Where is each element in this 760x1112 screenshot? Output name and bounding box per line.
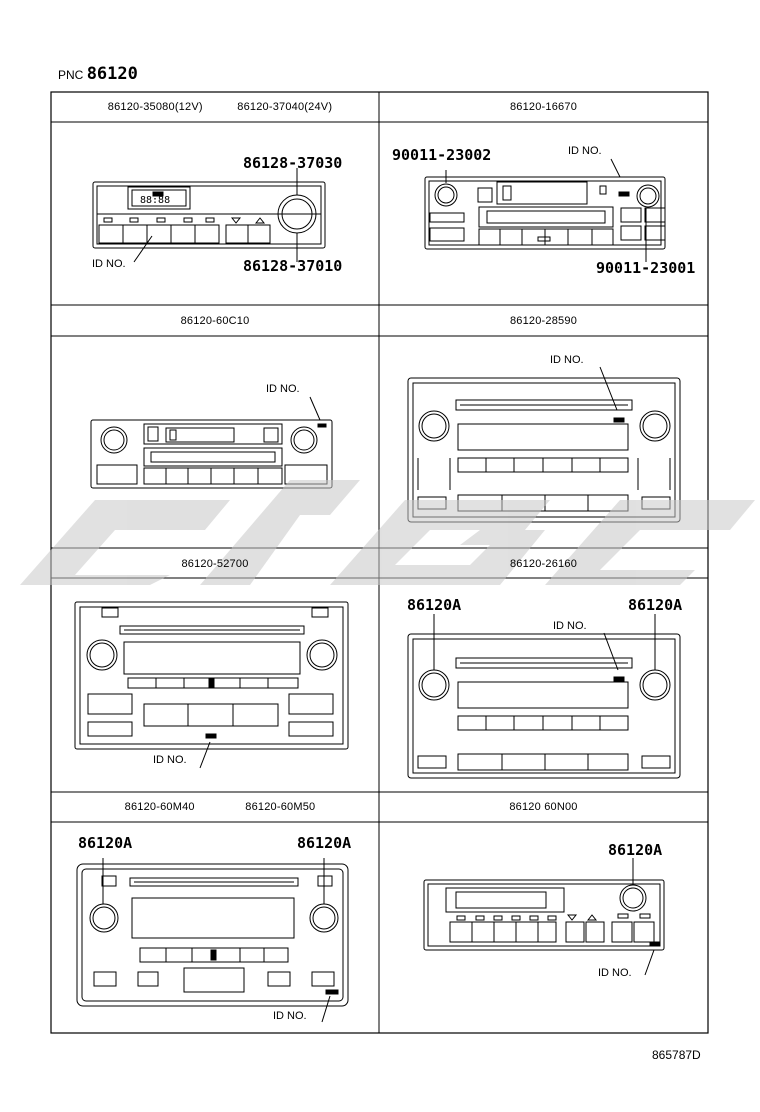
pnc-number: 86120 <box>86 64 138 84</box>
part-label-86120a-right: 86120A <box>628 596 683 614</box>
header-35080: 86120-35080(12V) <box>107 101 203 113</box>
part-label-86128-37010: 86128-37010 <box>243 257 343 275</box>
header-60n00: 86120 60N00 <box>509 801 578 813</box>
part-label-90011-23002: 90011-23002 <box>392 146 492 164</box>
part-label-90011-23001: 90011-23001 <box>596 259 696 277</box>
pnc-title: PNC 86120 <box>58 64 138 84</box>
radio-52700 <box>74 601 349 769</box>
header-37040: 86120-37040(24V) <box>237 101 333 113</box>
header-28590: 86120-28590 <box>509 315 578 327</box>
radio-60n00 <box>423 858 665 976</box>
radio-display-text: 88:88 <box>140 195 170 206</box>
id-no-label: ID NO. <box>273 1010 307 1022</box>
radio-16670 <box>424 158 666 262</box>
part-label-86120a-left-2: 86120A <box>78 834 133 852</box>
part-label-86120a: 86120A <box>608 841 663 859</box>
header-52700: 86120-52700 <box>181 558 249 570</box>
id-no-label: ID NO. <box>153 754 187 766</box>
part-label-86120a-left: 86120A <box>407 596 462 614</box>
id-no-label: ID NO. <box>92 258 126 270</box>
id-no-label: ID NO. <box>550 354 584 366</box>
part-label-86120a-right-2: 86120A <box>297 834 352 852</box>
radio-28590 <box>407 366 681 523</box>
id-no-label: ID NO. <box>266 383 300 395</box>
radio-60c10 <box>90 396 333 489</box>
header-16670: 86120-16670 <box>509 101 578 113</box>
header-60c10: 86120-60C10 <box>180 315 250 327</box>
document-id: 865787D <box>652 1048 701 1062</box>
id-no-label: ID NO. <box>553 620 587 632</box>
header-cell-7: 86120-60M40 86120-60M50 <box>60 792 380 822</box>
part-label-86128-37030: 86128-37030 <box>243 154 343 172</box>
header-60m50: 86120-60M50 <box>245 801 316 813</box>
header-cell-1: 86120-35080(12V) 86120-37040(24V) <box>60 92 380 122</box>
radio-35080: 88:88 <box>92 168 326 263</box>
id-no-label: ID NO. <box>568 145 602 157</box>
id-no-label: ID NO. <box>598 967 632 979</box>
header-26160: 86120-26160 <box>509 558 578 570</box>
radio-60m40 <box>76 858 349 1023</box>
pnc-prefix: PNC <box>58 68 84 82</box>
header-60m40: 86120-60M40 <box>124 801 195 813</box>
radio-26160 <box>407 614 681 779</box>
